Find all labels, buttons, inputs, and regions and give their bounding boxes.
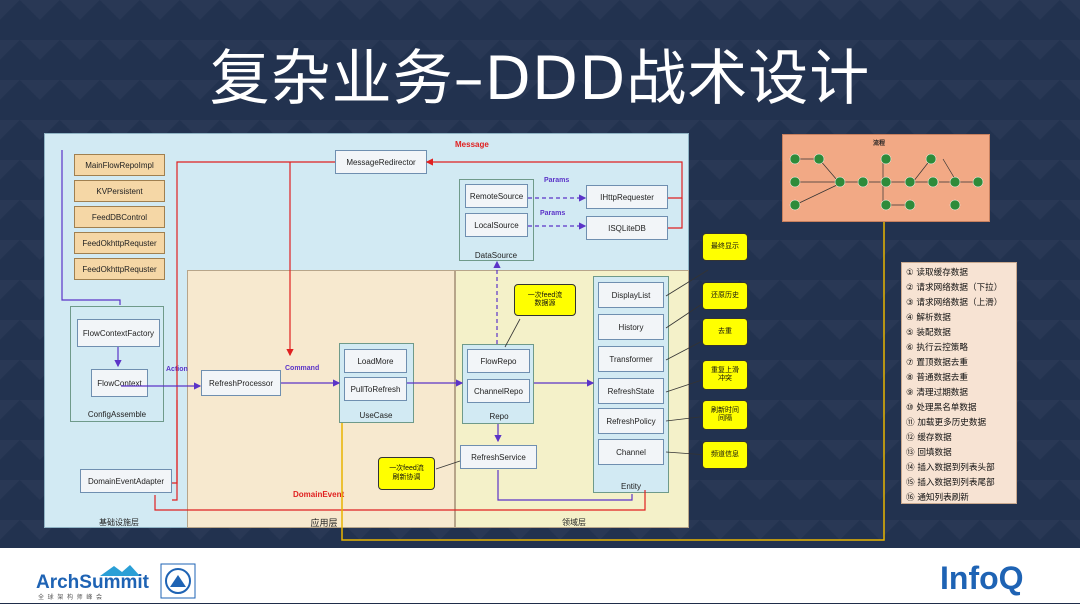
action-label: Action (166, 366, 188, 373)
entity-refreshstate: RefreshState (598, 378, 664, 404)
params-label-1: Params (544, 177, 570, 184)
entity-refreshpolicy: RefreshPolicy (598, 408, 664, 434)
entity-transformer: Transformer (598, 346, 664, 372)
legend-item: ⑨ 清理过期数据 (906, 388, 968, 398)
usecase-label: UseCase (359, 411, 393, 420)
legend-item: ④ 解析数据 (906, 313, 951, 323)
ihttp-requester: IHttpRequester (586, 185, 668, 209)
domain-event-adapter: DomainEventAdapter (80, 469, 172, 493)
entity-history: History (598, 314, 664, 340)
flow-thumbnail-graph (789, 153, 984, 211)
flow-context-factory: FlowContextFactory (77, 319, 160, 347)
refresh-processor: RefreshProcessor (201, 370, 281, 396)
note-restore-history: 还原历史 (702, 282, 748, 310)
flow-thumbnail-title: 流程 (873, 141, 886, 147)
note-final-display: 最终显示 (702, 233, 748, 261)
event-logo-icon (160, 563, 196, 599)
params-label-2: Params (540, 210, 566, 217)
note-channel-info: 频道信息 (702, 441, 748, 469)
infra-box-kvpersistent: KVPersistent (74, 180, 165, 202)
domain-event-label: DomainEvent (293, 490, 345, 499)
legend: ① 读取缓存数据 ② 请求网络数据（下拉） ③ 请求网络数据（上滑） ④ 解析数据 ⑤ … (901, 262, 1017, 504)
legend-item: ⑫ 缓存数据 (906, 433, 952, 443)
repo-label: Repo (489, 412, 509, 421)
legend-item: ⑬ 回填数据 (906, 448, 952, 458)
brand-right: InfoQ (940, 560, 1024, 596)
legend-item: ⑦ 置顶数据去重 (906, 358, 968, 368)
infra-layer-label: 基础设施层 (99, 518, 139, 527)
infra-box-feedokhttprequster-2: FeedOkhttpRequster (74, 258, 165, 280)
infra-box-feedokhttprequster-1: FeedOkhttpRequster (74, 232, 165, 254)
legend-item: ⑮ 插入数据到列表尾部 (906, 478, 995, 488)
legend-item: ③ 请求网络数据（上滑） (906, 298, 1003, 308)
legend-item: ⑯ 通知列表刷新 (906, 493, 969, 503)
local-source: LocalSource (465, 213, 528, 237)
flow-thumbnail: 流程 (782, 134, 990, 222)
note-interval: 刷新时间 间隔 (702, 400, 748, 430)
legend-item: ⑭ 插入数据到列表头部 (906, 463, 995, 473)
loadmore: LoadMore (344, 349, 407, 373)
legend-item: ⑤ 装配数据 (906, 328, 951, 338)
note-dedup: 去重 (702, 318, 748, 346)
message-redirector: MessageRedirector (335, 150, 427, 174)
command-label: Command (285, 365, 320, 372)
remote-source: RemoteSource (465, 184, 528, 208)
channel-repo: ChannelRepo (467, 379, 530, 403)
slide-title: 复杂业务–DDD战术设计 (209, 44, 871, 114)
note-flow-source: 一次feed流 数据源 (514, 284, 576, 316)
entity-label: Entity (620, 482, 641, 491)
flow-context: FlowContext (91, 369, 148, 397)
legend-item: ⑧ 普通数据去重 (906, 373, 968, 383)
legend-item: ⑩ 处理黑名单数据 (906, 403, 977, 413)
flow-repo: FlowRepo (467, 349, 530, 373)
datasource-label: DataSource (474, 251, 518, 260)
architecture-diagram: 基础设施层 应用层 领域层 MainFlowRepoImpl KVPersist… (44, 133, 694, 530)
infra-box-mainflowrepoimpl: MainFlowRepoImpl (74, 154, 165, 176)
note-refresh-coord: 一次feed流 刷新协调 (378, 457, 435, 490)
archsummit-logo-icon (100, 563, 140, 576)
refresh-service: RefreshService (460, 445, 537, 469)
legend-item: ⑪ 加载更多历史数据 (906, 418, 987, 428)
brand-left: ArchSummit (36, 572, 149, 593)
entity-displaylist: DisplayList (598, 282, 664, 308)
pull-to-refresh: PullToRefresh (344, 377, 407, 401)
legend-item: ① 读取缓存数据 (906, 268, 968, 278)
isqlite-db: ISQLiteDB (586, 216, 668, 240)
legend-item: ② 请求网络数据（下拉） (906, 283, 1003, 293)
app-layer-label: 应用层 (310, 518, 338, 528)
infra-box-feeddbcontrol: FeedDBControl (74, 206, 165, 228)
note-conflict: 重复上滑 冲突 (702, 360, 748, 390)
brand-left-sub: 全 球 架 构 师 峰 会 (38, 595, 104, 601)
message-label: Message (455, 140, 489, 149)
config-assemble-label: ConfigAssemble (87, 410, 147, 419)
domain-layer-label: 领域层 (562, 518, 586, 527)
entity-channel: Channel (598, 439, 664, 465)
legend-item: ⑥ 执行云控策略 (906, 343, 968, 353)
